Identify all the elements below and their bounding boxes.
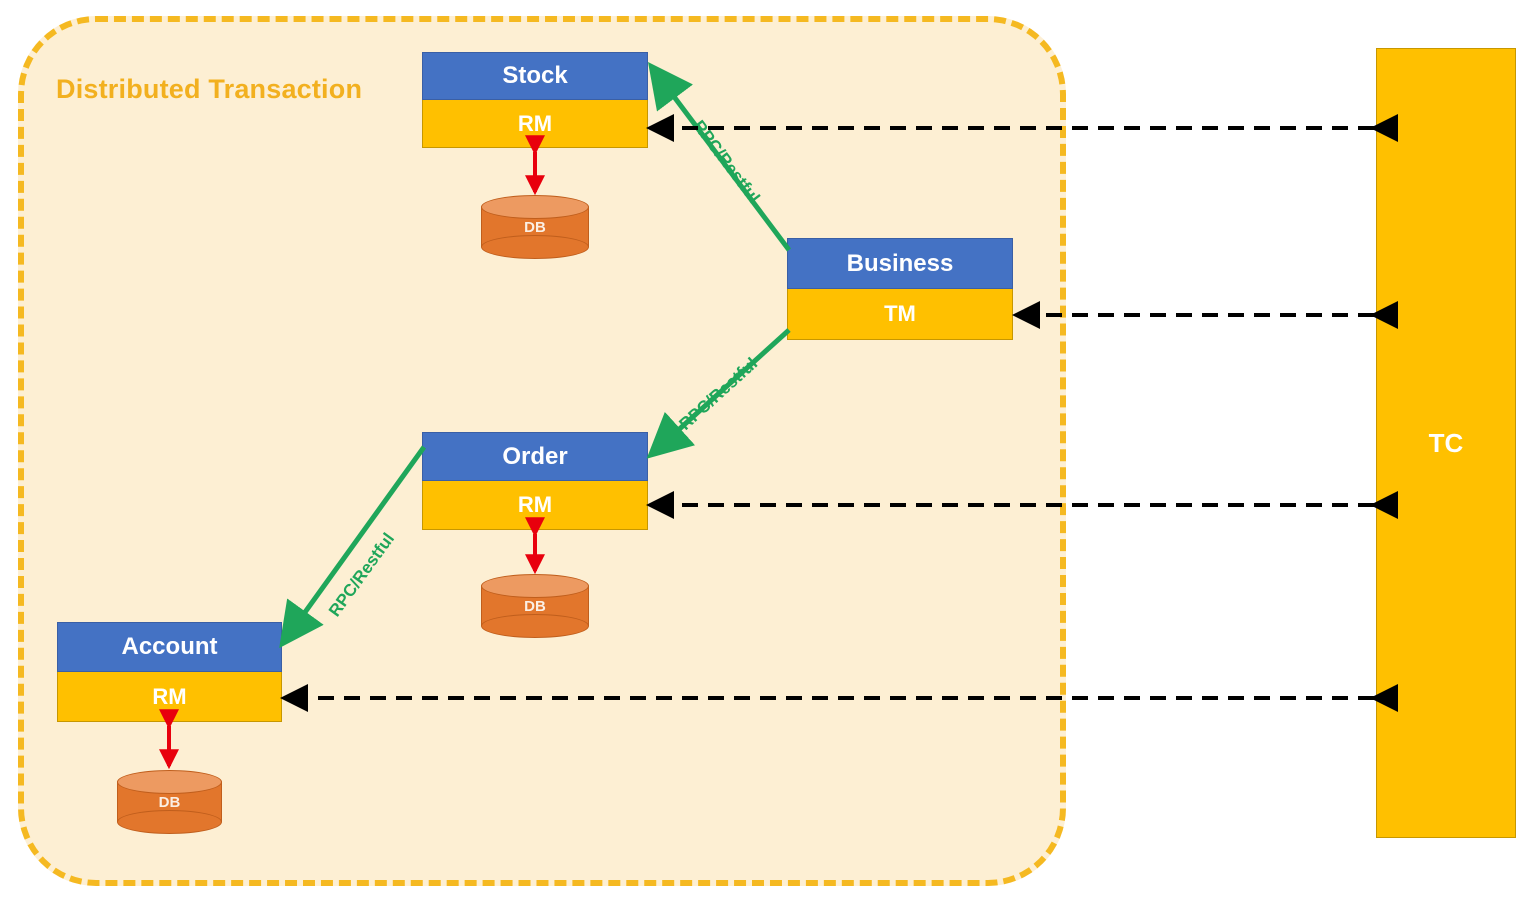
transaction-coordinator-label: TC <box>1428 427 1464 458</box>
service-node-business[interactable]: Business TM <box>787 238 1013 340</box>
service-role-stock: RM <box>422 100 648 148</box>
cylinder-bottom <box>481 235 589 259</box>
cylinder-bottom <box>481 614 589 638</box>
service-name-business: Business <box>787 238 1013 289</box>
service-role-account: RM <box>57 672 282 722</box>
service-role-business: TM <box>787 289 1013 340</box>
service-name-account: Account <box>57 622 282 672</box>
cylinder-top <box>481 574 589 598</box>
service-node-order[interactable]: Order RM <box>422 432 648 530</box>
database-label-order: DB <box>524 597 546 615</box>
cylinder-top <box>481 195 589 219</box>
database-cylinder-stock[interactable]: DB <box>481 195 589 259</box>
service-node-account[interactable]: Account RM <box>57 622 282 722</box>
cylinder-top <box>117 770 222 794</box>
service-role-order: RM <box>422 481 648 530</box>
database-cylinder-order[interactable]: DB <box>481 574 589 638</box>
service-name-stock: Stock <box>422 52 648 100</box>
service-name-order: Order <box>422 432 648 481</box>
service-node-stock[interactable]: Stock RM <box>422 52 648 148</box>
transaction-coordinator-node[interactable]: TC <box>1376 48 1516 838</box>
distributed-transaction-title: Distributed Transaction <box>56 74 363 104</box>
database-label-account: DB <box>158 793 181 811</box>
database-cylinder-account[interactable]: DB <box>117 770 222 834</box>
cylinder-bottom <box>117 810 222 834</box>
database-label-stock: DB <box>524 218 546 236</box>
